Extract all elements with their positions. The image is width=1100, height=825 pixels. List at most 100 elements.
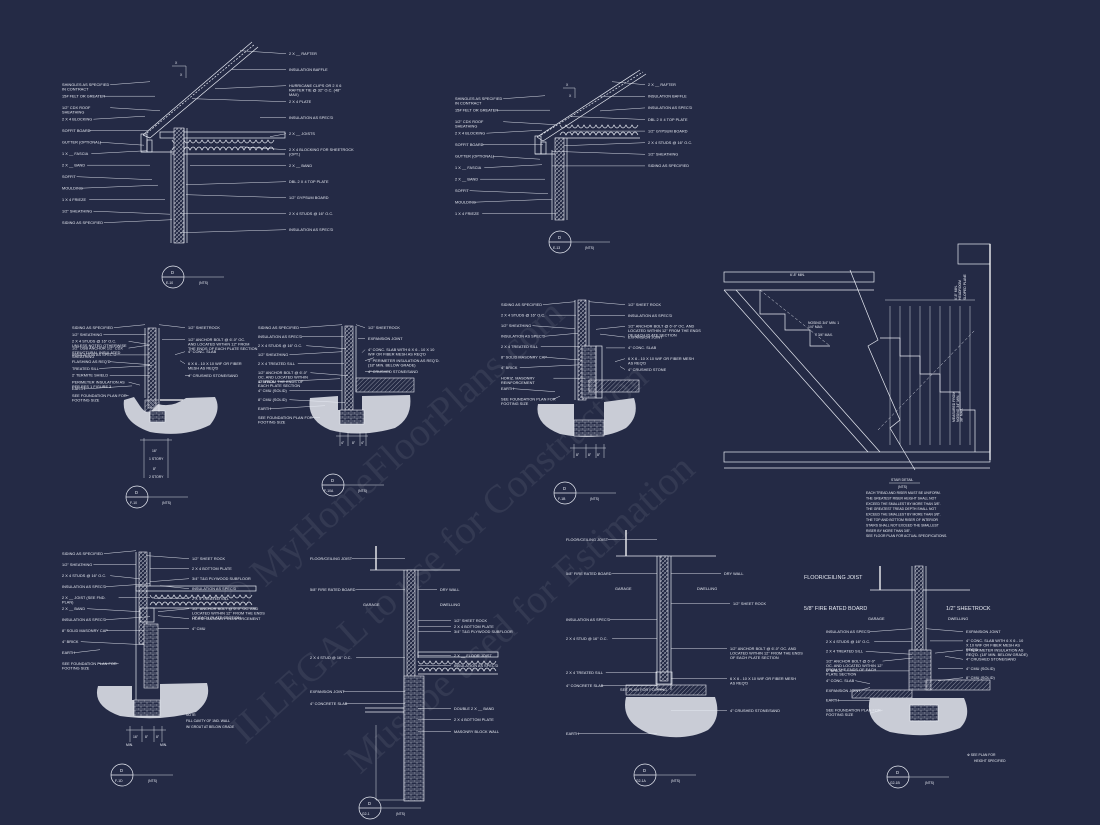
callout-label: INSULATION AS SPEC'D [648,106,692,110]
scale-note: (NTS) [925,781,934,785]
stair-label: 7 3/4" MAX. [815,333,833,337]
leader-line [563,142,646,146]
dim: MIN. [126,743,133,747]
callout-label: TREATED SILL [72,367,99,371]
tag-bottom: G2-1B [890,781,901,785]
leader-line [185,181,287,185]
callout-label: 4" CRUSHED STONE/SAND [368,370,418,374]
callout-label: SIDING AS SPECIFIED [258,326,299,330]
dim: 8" [576,453,580,457]
leader-line [113,324,146,328]
leader-line [599,333,626,338]
callout-label: 3/4" T&G PLYWOOD SUBFLOOR [454,630,513,634]
callout-label: INSULATION BAFFLE [289,68,328,72]
callout-label: GUTTER (OPTIONAL) [62,141,102,145]
callout-label: SIDING AS SPECIFIED [648,164,689,168]
tag-top: D [896,770,899,775]
callout-label: FLOOR/CEILING JOIST [310,557,353,561]
stair-note-line: SEE FLOOR PLAN FOR ACTUAL SPECIFICATIONS… [866,534,947,538]
leader-line [588,301,626,305]
callout-label: 4" CRUSHED STONE/SAND [966,658,1016,662]
leader-line [569,116,646,120]
leader-line [270,405,326,409]
tag-top: D [171,270,174,275]
scale-note: (NTS) [585,246,594,250]
callout-label: EARTH [566,732,579,736]
callout-label: 2 X __ BAND [289,164,312,168]
leader-line [869,709,883,714]
callout-label: 1/2" SHEATHING [648,153,678,157]
leader-line [865,651,913,655]
leader-line [157,608,190,612]
tag-top: D [563,486,566,491]
dim: 1 STORY [149,457,164,461]
callout-label: 1 X __ FASCIA [455,166,482,170]
callout-label: SIDING AS SPECIFIED [501,303,542,307]
callout-label: 2 X __ BAND [62,607,85,611]
callout-label: 2 X __ BAND [455,178,478,182]
callout-label: MASONRY BLOCK WALL [454,730,499,734]
dim: 8" [145,735,149,739]
stair-note-line: THE GREATEST TREAD DEPTH SHALL NOT [866,507,936,511]
callout-label: 4" CRUSHED STONE/SAND [188,374,238,378]
leader-line [239,146,287,150]
dim: 16" [133,735,139,739]
leader-line [179,229,287,233]
callout-label: 2 X __ FLOOR JOIST [454,654,492,658]
callout-label: 4" CMU [192,627,206,631]
callout-label: 8" SOLID MASONRY CAP [501,356,547,360]
note-line: ※ SEE PLAN FOR [967,753,996,757]
callout-label: 1/2" SHEETROCK [946,606,991,612]
tag-bottom: E-10 [166,281,173,285]
callout-label: MOULDING [455,201,476,205]
callout-label: INSULATION AS SPEC'D [566,618,610,622]
leader-line [99,365,153,369]
leader-line [306,345,347,349]
callout-label: 2 X 4 STUD @ 16" O.C. [310,656,352,660]
callout-label: INSULATION AS SPEC'D [72,353,116,357]
callout-label: INSULATION AS SPEC'D [826,630,870,634]
leader-line [179,360,186,364]
tag-top: D [368,801,371,806]
scale-note: (NTS) [148,779,157,783]
callout-label: 3/4" T&G PLYWOOD SUBFLOOR [192,577,251,581]
stair-note-line: THE TOP AND BOTTOM RISER OF INTERIOR [866,518,938,522]
leader-line [93,115,146,120]
scale-note: (NTS) [162,501,171,505]
callout-label: DBL 2 X 4 TOP PLATE [289,180,329,184]
callout-label: 1" PERIMETER INSULATION AS REQ'D.(18" MI… [368,359,440,367]
note-line: HEIGHT SPECIFIED [974,759,1006,763]
callout-label: SIDING AS SPECIFIED [72,326,113,330]
dim: 8" [597,453,601,457]
leader-line [469,190,549,194]
stair-note-line: RISER BY MORE THAN 3/8". [866,529,911,533]
callout-label: DRY WALL [440,588,460,592]
callout-label: 2' TERMITE SHIELD [72,374,108,378]
callout-label: EARTH [501,387,514,391]
dim: 16" [152,449,158,453]
leader-line [80,184,159,189]
callout-label: 2 X 4 BLOCKING [455,132,485,136]
leader-line [542,301,576,305]
note-line: W/ GROUT AT BELOW GRADE [186,725,235,729]
leader-line [157,615,190,619]
leader-line [289,351,343,355]
leader-line [484,164,543,168]
leader-line [105,583,151,587]
callout-label: 4" BRICK [826,669,843,673]
callout-label: 2 X __ BAND [62,164,85,168]
callout-label: INSULATION AS SPEC'D [289,228,333,232]
scale-note: (NTS) [199,281,208,285]
leader-line [934,649,964,654]
callout-label: 4" CMU (SOLID) [258,389,288,393]
callout-label: 1/2" SHEATHING [258,353,288,357]
callout-label: 15# FELT OR GREATER [455,109,498,113]
callout-label: 1/2" SHEET ROCK [454,619,487,623]
